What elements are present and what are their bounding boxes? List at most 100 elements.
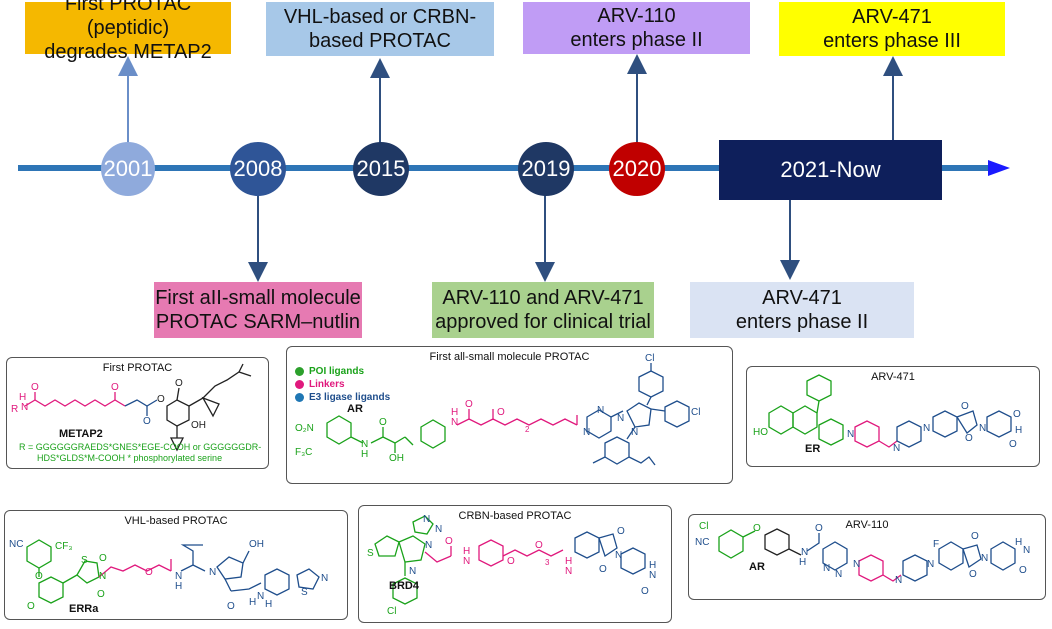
atom-n2: N bbox=[175, 571, 183, 582]
atom-n7: N bbox=[615, 550, 623, 561]
panel-first-small-molecule-protac: First all-small molecule PROTAC POI liga… bbox=[286, 346, 733, 484]
panel-title: VHL-based PROTAC bbox=[124, 515, 228, 527]
atom-o5: O bbox=[1019, 565, 1027, 576]
panel-title: ARV-471 bbox=[871, 371, 915, 383]
atom-h3: H bbox=[265, 599, 273, 610]
legend-dot-e3 bbox=[295, 393, 304, 402]
atom-s: S bbox=[367, 548, 374, 559]
atom-n2: N bbox=[823, 563, 831, 574]
atom-o4: O bbox=[1009, 439, 1017, 450]
year-2008: 2008 bbox=[230, 142, 286, 196]
atom-o2: O bbox=[965, 433, 973, 444]
atom-n4: N bbox=[409, 566, 417, 577]
atom-n4: N bbox=[853, 559, 861, 570]
atom-o1: O bbox=[445, 536, 453, 547]
atom-cf3: CF₃ bbox=[55, 541, 73, 552]
atom-o1: O bbox=[31, 382, 39, 393]
structure-metap2 bbox=[24, 363, 252, 452]
atom-n1: N bbox=[847, 429, 855, 440]
panel-vhl-based-protac: VHL-based PROTAC NC CF₃ O O S N O O O N … bbox=[4, 510, 348, 620]
atom-o4: O bbox=[157, 394, 165, 405]
r-definition-line1: R = GGGGGGRAEDS*GNES*EGE-COOH or GGGGGGD… bbox=[19, 442, 262, 452]
atom-o2n: O₂N bbox=[295, 423, 314, 434]
atom-f: F bbox=[933, 539, 940, 550]
atom-o6: O bbox=[227, 601, 235, 612]
atom-o1: O bbox=[35, 571, 43, 582]
atom-h1: H bbox=[361, 449, 369, 460]
atom-cl2: Cl bbox=[691, 407, 701, 418]
atom-n3: N bbox=[583, 427, 591, 438]
milestone-box-2015: VHL-based or CRBN- based PROTAC bbox=[266, 2, 494, 56]
legend-linkers: Linkers bbox=[309, 379, 345, 390]
atom-h2: H bbox=[1015, 537, 1023, 548]
atom-o: O bbox=[379, 417, 387, 428]
atom-cl1: Cl bbox=[645, 353, 655, 364]
legend-dot-linkers bbox=[295, 380, 304, 389]
legend: POI ligands Linkers E3 ligase ligands bbox=[295, 365, 390, 404]
atom-f3c: F₃C bbox=[295, 447, 313, 458]
atom-o3: O bbox=[465, 399, 473, 410]
panel-title: CRBN-based PROTAC bbox=[458, 510, 572, 522]
structure-brd4-crbn bbox=[374, 515, 646, 605]
milestone-box-2021-down: ARV-471 enters phase II bbox=[690, 282, 914, 338]
atom-n4: N bbox=[257, 591, 265, 602]
atom-o3: O bbox=[143, 416, 151, 427]
atom-oh: OH bbox=[191, 420, 206, 431]
atom-o4: O bbox=[497, 407, 505, 418]
legend-e3-ligase-ligands: E3 ligase ligands bbox=[309, 392, 391, 403]
atom-o2: O bbox=[507, 556, 515, 567]
atom-r: R bbox=[11, 404, 19, 415]
milestone-box-2008: First aII-small molecule PROTAC SARM–nut… bbox=[154, 282, 362, 338]
atom-sub3: 3 bbox=[545, 558, 550, 567]
atom-n3: N bbox=[835, 569, 843, 580]
atom-h2: H bbox=[451, 407, 459, 418]
atom-oh: OH bbox=[389, 453, 404, 464]
legend-dot-poi bbox=[295, 367, 304, 376]
structure-arv-110 bbox=[718, 528, 1016, 582]
atom-cl: Cl bbox=[387, 606, 397, 617]
atom-h: H bbox=[1015, 425, 1023, 436]
atom-ome: O bbox=[175, 378, 183, 389]
structure-erra-vhl bbox=[26, 539, 320, 604]
year-2019: 2019 bbox=[518, 142, 574, 196]
atom-n1: N bbox=[801, 547, 809, 558]
atom-o3: O bbox=[535, 540, 543, 551]
atom-n3: N bbox=[923, 423, 931, 434]
structure-ar-sarm-nutlin bbox=[326, 363, 690, 466]
atom-o4: O bbox=[969, 569, 977, 580]
atom-o3: O bbox=[1013, 409, 1021, 420]
panel-crbn-based-protac: CRBN-based PROTAC N N S N N O H N O O 3 … bbox=[358, 505, 672, 623]
atom-o6: O bbox=[641, 586, 649, 597]
atom-o5: O bbox=[145, 567, 153, 578]
atom-h1: H bbox=[175, 581, 183, 592]
atom-n7: N bbox=[895, 575, 903, 586]
atom-h1: H bbox=[799, 557, 807, 568]
atom-n6: N bbox=[597, 405, 605, 416]
panel-first-protac: First PROTAC R H N O O O O O OH METAP2 R… bbox=[6, 357, 269, 469]
atom-n6: N bbox=[565, 566, 573, 577]
atom-n1: N bbox=[423, 514, 431, 525]
atom-n2: N bbox=[893, 443, 901, 454]
atom-nc: NC bbox=[9, 539, 24, 550]
timeline-axis-arrowhead bbox=[988, 160, 1010, 176]
atom-nh1: N bbox=[361, 439, 369, 450]
atom-o: O bbox=[753, 523, 761, 534]
milestone-box-2019: ARV-110 and ARV-471 approved for clinica… bbox=[432, 282, 654, 338]
atom-o1: O bbox=[961, 401, 969, 412]
milestone-box-2021-up: ARV-471 enters phase III bbox=[779, 2, 1005, 56]
atom-h3: H bbox=[649, 560, 657, 571]
compound-name-erra: ERRa bbox=[69, 603, 99, 615]
atom-s2: S bbox=[301, 587, 308, 598]
atom-o2: O bbox=[815, 523, 823, 534]
atom-n4: N bbox=[617, 413, 625, 424]
atom-o2: O bbox=[27, 601, 35, 612]
atom-sub2: 2 bbox=[525, 425, 530, 434]
legend-poi-ligands: POI ligands bbox=[309, 366, 365, 377]
atom-o3: O bbox=[99, 553, 107, 564]
atom-n2: N bbox=[435, 524, 443, 535]
atom-n3: N bbox=[209, 567, 217, 578]
compound-name-ar-110: AR bbox=[749, 561, 765, 573]
milestone-box-2001: First PROTAC (peptidic) degrades METAP2 bbox=[25, 0, 231, 63]
atom-n6: N bbox=[1023, 545, 1031, 556]
atom-n4: N bbox=[979, 423, 987, 434]
